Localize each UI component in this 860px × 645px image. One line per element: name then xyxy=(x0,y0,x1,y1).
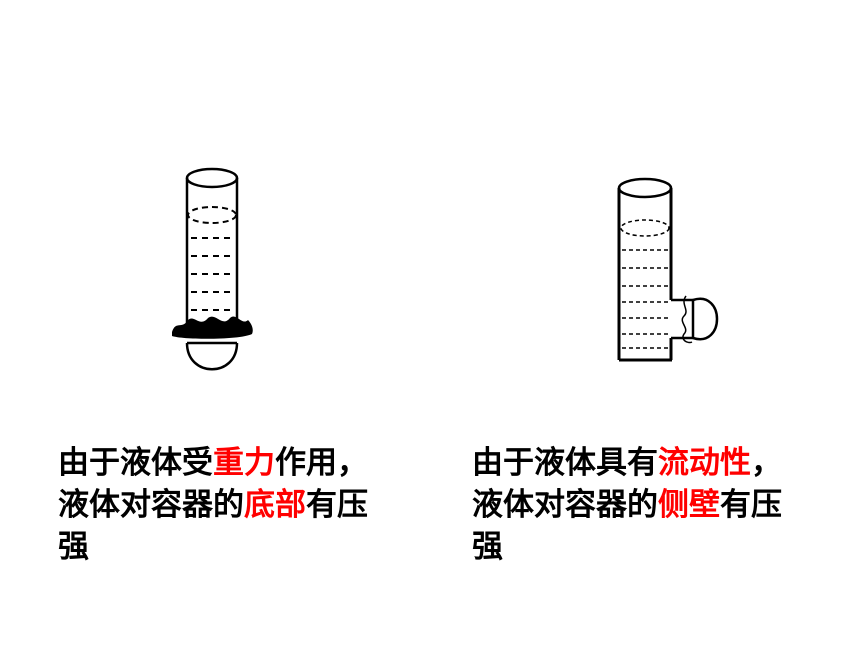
tube-bottom-svg xyxy=(172,167,253,371)
caption-text: 强 xyxy=(472,529,503,565)
liquid-surface xyxy=(187,206,237,224)
tube-top-rim xyxy=(617,177,673,199)
caption-line-2: 液体对容器的侧壁有压 xyxy=(472,484,822,526)
liquid-lines xyxy=(622,249,669,349)
caption-line-2: 液体对容器的底部有压 xyxy=(58,484,408,526)
caption-line-1: 由于液体受重力作用， xyxy=(58,442,408,484)
highlight-fluidity: 流动性 xyxy=(658,445,751,481)
highlight-bottom: 底部 xyxy=(244,487,306,523)
caption-fluidity-side-pressure: 由于液体具有流动性， 液体对容器的侧壁有压 强 xyxy=(472,442,822,568)
caption-text: 作用， xyxy=(275,445,368,481)
caption-text: 由于液体受 xyxy=(58,445,213,481)
caption-line-1: 由于液体具有流动性， xyxy=(472,442,822,484)
caption-gravity-bottom-pressure: 由于液体受重力作用， 液体对容器的底部有压 强 xyxy=(58,442,408,568)
highlight-side-wall: 侧壁 xyxy=(658,487,720,523)
caption-text: 由于液体具有 xyxy=(472,445,658,481)
caption-line-3: 强 xyxy=(472,526,822,568)
rubber-band-wrinkle xyxy=(681,295,693,344)
liquid-surface xyxy=(620,219,670,237)
bulging-membrane xyxy=(185,342,239,371)
caption-line-3: 强 xyxy=(58,526,408,568)
caption-text: 液体对容器的 xyxy=(58,487,244,523)
tube-side-membrane-diagram xyxy=(600,170,740,370)
highlight-gravity: 重力 xyxy=(213,445,275,481)
caption-text: 强 xyxy=(58,529,89,565)
caption-text: ， xyxy=(751,445,782,481)
caption-text: 有压 xyxy=(720,487,782,523)
rubber-band xyxy=(172,316,253,339)
caption-text: 有压 xyxy=(306,487,368,523)
side-membrane xyxy=(692,297,719,341)
liquid-lines xyxy=(191,237,235,311)
tube-top-rim xyxy=(185,167,239,189)
caption-text: 液体对容器的 xyxy=(472,487,658,523)
tube-bottom-membrane-diagram xyxy=(160,160,270,380)
tube-side-svg xyxy=(617,177,719,362)
